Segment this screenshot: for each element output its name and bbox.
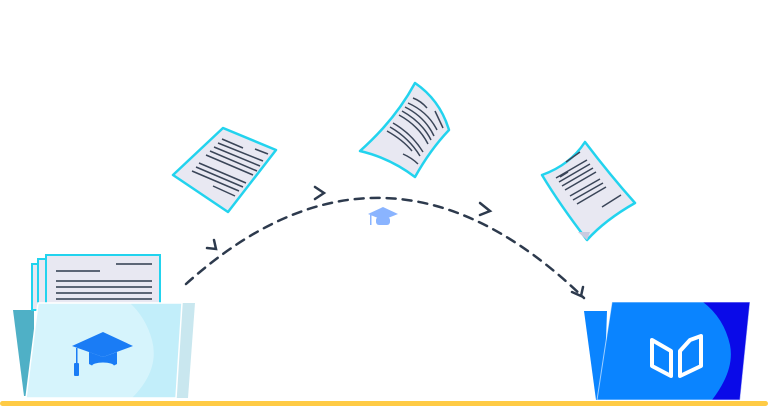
flying-document [540,140,637,242]
flying-document [171,126,278,214]
graduation-cap-icon [72,332,133,376]
destination-folder [584,301,751,401]
floor-line [0,401,768,406]
path-arrow-icon [205,185,585,298]
flying-document [358,81,451,179]
graduation-cap-icon [368,207,398,225]
transfer-path [184,196,586,300]
source-folder [13,254,195,399]
open-book-icon [650,334,703,378]
